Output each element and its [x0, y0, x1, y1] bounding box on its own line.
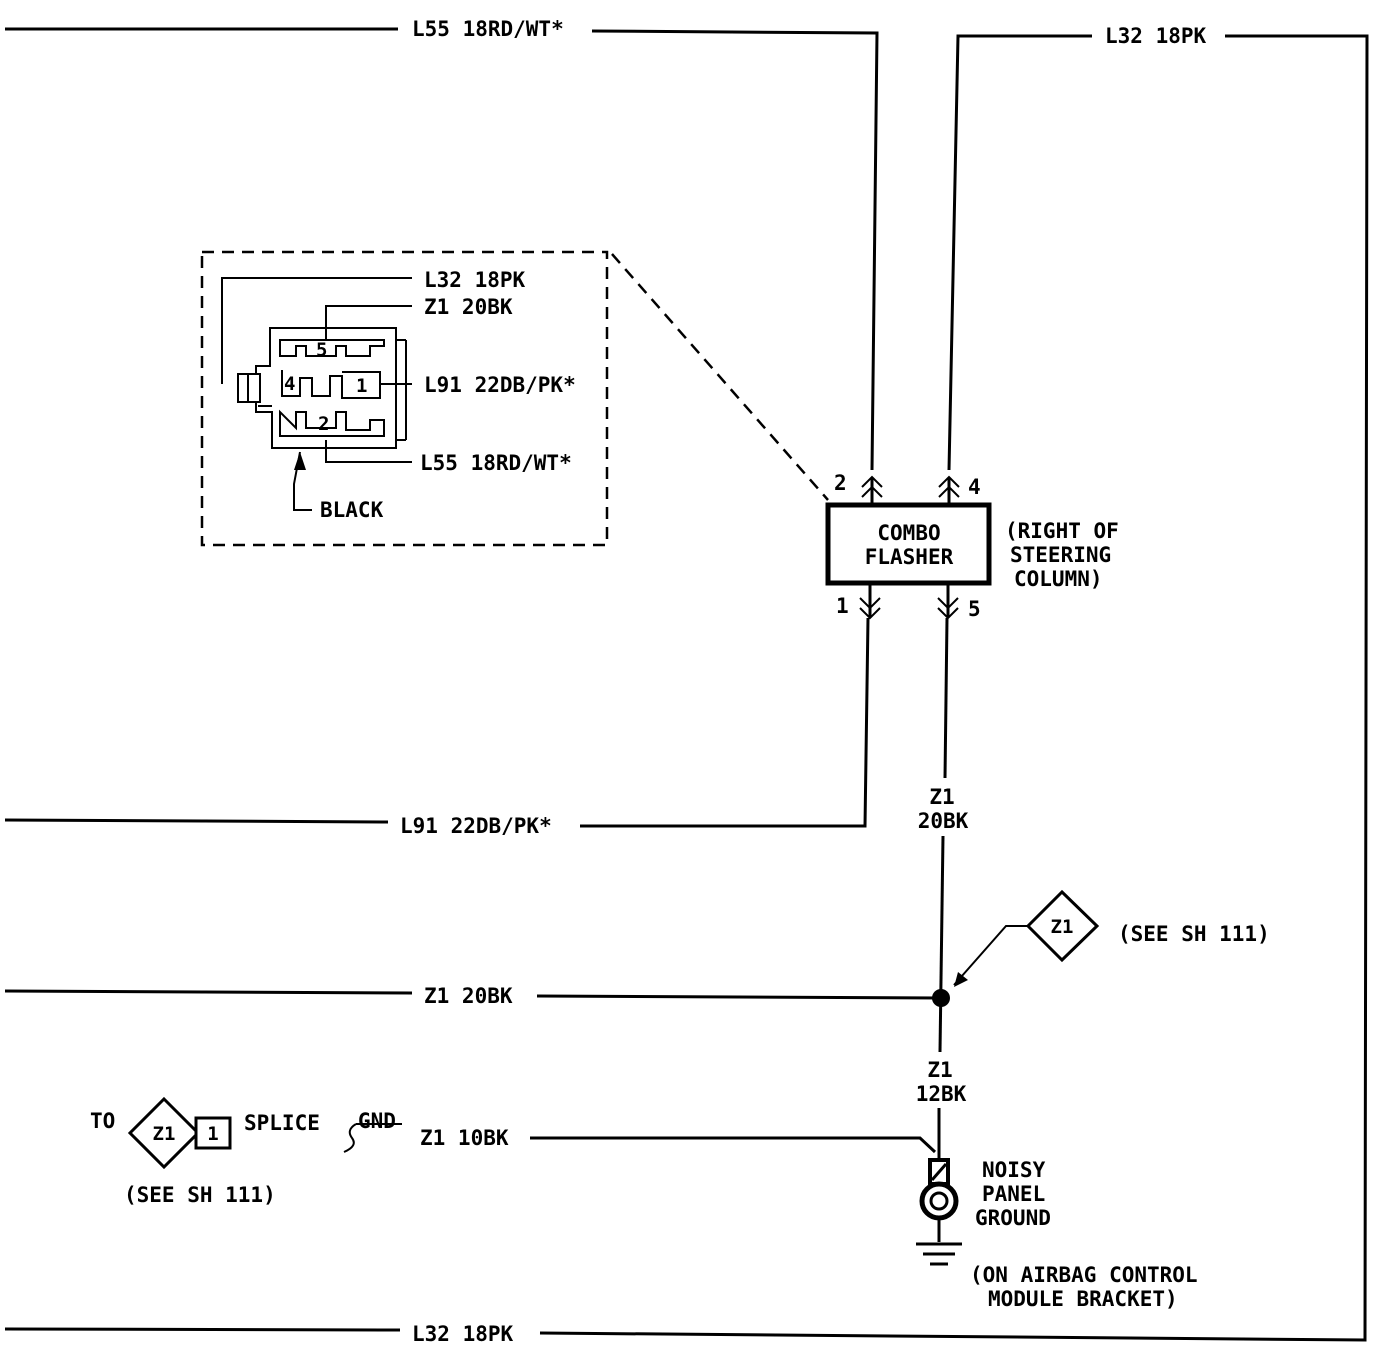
left-ref-box [194, 1116, 232, 1150]
connector-inset-frame [200, 250, 609, 547]
pin-1-label: 1 [836, 594, 849, 618]
cavity-4-label: 4 [284, 373, 295, 395]
splice-diamond-label: Z1 [1051, 916, 1074, 938]
splice-see-reference: (SEE SH 111) [1118, 922, 1270, 946]
left-diamond-label: Z1 [153, 1123, 176, 1145]
wire-l55-top: L55 18RD/WT* [5, 17, 879, 471]
cavity-5-label: 5 [316, 339, 327, 361]
left-see-reference: (SEE SH 111) [124, 1183, 276, 1207]
flasher-location-line3: COLUMN) [1014, 567, 1103, 591]
ground-location-line1: (ON AIRBAG CONTROL [970, 1263, 1198, 1287]
ground-location-line2: MODULE BRACKET) [988, 1287, 1178, 1311]
noisy-panel-ground: NOISY PANEL GROUND (ON AIRBAG CONTROL MO… [916, 1158, 1198, 1311]
z1-top-label-line1: Z1 [929, 785, 954, 809]
wire-break-icon [343, 1123, 357, 1153]
wire-l32-bottom: L32 18PK [4, 1322, 514, 1346]
ground-label-line1: NOISY [982, 1158, 1046, 1182]
inset-label-l32: L32 18PK [424, 268, 526, 292]
wire-z1-10bk: Z1 10BK [420, 1126, 937, 1154]
wire-label-z1-20bk: Z1 20BK [424, 984, 513, 1008]
pin-5-label: 5 [968, 597, 981, 621]
inset-label-z1: Z1 20BK [424, 295, 513, 319]
connector-body: 5 4 1 2 [237, 327, 407, 449]
flasher-location-line2: STEERING [1010, 543, 1111, 567]
left-to-label: TO [90, 1109, 115, 1133]
splice-dot [932, 989, 950, 1007]
splice-reference: Z1 (SEE SH 111) [953, 889, 1270, 987]
wire-l32-top: L32 18PK [539, 24, 1369, 1342]
connector-callout-line [611, 253, 829, 501]
wire-z1-20bk: Z1 20BK [4, 984, 941, 1008]
inset-label-l91: L91 22DB/PK* [424, 373, 576, 397]
wire-label-l91: L91 22DB/PK* [400, 814, 552, 838]
z1-bottom-label-line2: 12BK [916, 1082, 967, 1106]
z1-bottom-label-line1: Z1 [927, 1058, 952, 1082]
wire-label-l55-top: L55 18RD/WT* [412, 17, 564, 41]
flasher-label-line2: FLASHER [865, 545, 954, 569]
ground-label-line2: PANEL [982, 1182, 1045, 1206]
left-gnd-label: GND [358, 1109, 396, 1133]
z1-top-label-line2: 20BK [918, 809, 969, 833]
flasher-location-line1: (RIGHT OF [1005, 519, 1119, 543]
left-splice-label: SPLICE [244, 1111, 320, 1135]
inset-color-label: BLACK [320, 498, 384, 522]
cavity-2-label: 2 [318, 413, 329, 435]
wire-z1-vertical: Z1 20BK Z1 12BK [916, 617, 969, 1160]
inset-label-l55: L55 18RD/WT* [420, 451, 572, 475]
cavity-1-label: 1 [356, 375, 367, 397]
left-diamond [127, 1096, 201, 1170]
wire-label-l32-bottom: L32 18PK [412, 1322, 514, 1346]
pin-4-label: 4 [968, 475, 981, 499]
splice-diamond [1025, 889, 1100, 963]
left-ref-box-label: 1 [207, 1123, 218, 1145]
wire-label-z1-10bk: Z1 10BK [420, 1126, 509, 1150]
connector-inset: 5 4 1 2 L32 18PK Z1 20BK L91 22DB/PK* L5… [200, 250, 829, 547]
wire-label-l32-top: L32 18PK [1105, 24, 1207, 48]
flasher-label-line1: COMBO [877, 521, 940, 545]
wire-l91: L91 22DB/PK* [4, 617, 870, 838]
ground-label-line3: GROUND [975, 1206, 1051, 1230]
left-splice-reference: TO Z1 1 SPLICE GND (SEE SH 111) [90, 1096, 402, 1207]
pin-2-label: 2 [834, 471, 847, 495]
combo-flasher: COMBO FLASHER 2 4 1 5 (RIGHT OF STEERING… [825, 471, 1119, 621]
